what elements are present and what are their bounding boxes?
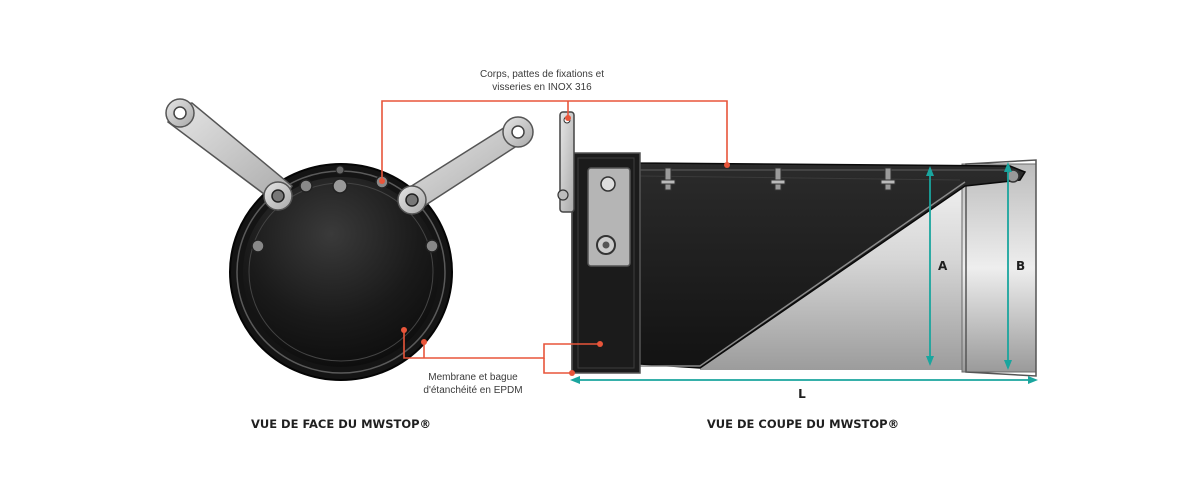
bolt-icon bbox=[335, 165, 345, 175]
arm-hole-icon bbox=[511, 125, 525, 139]
tube-collar bbox=[965, 159, 1037, 377]
bolt-icon bbox=[332, 178, 348, 194]
material-annotation-bottom-line1: Membrane et bague bbox=[428, 372, 518, 383]
bottom-leader-branch-2 bbox=[543, 358, 572, 374]
bolt-icon bbox=[425, 239, 439, 253]
bolt-icon bbox=[271, 189, 285, 203]
front-view-caption: VUE DE FACE DU MWSTOP® bbox=[251, 417, 431, 431]
section-view-caption: VUE DE COUPE DU MWSTOP® bbox=[707, 417, 899, 431]
rim-bolts bbox=[251, 165, 439, 253]
dimension-l-label: L bbox=[798, 387, 806, 401]
left-fixing-arm bbox=[165, 98, 293, 211]
arm-hole-icon bbox=[173, 106, 187, 120]
bolt-icon bbox=[251, 239, 265, 253]
material-annotation-top-line2: visseries en INOX 316 bbox=[492, 82, 592, 93]
dimension-a-label: A bbox=[938, 259, 948, 273]
top-wall-bolts bbox=[660, 167, 896, 191]
bolt-icon bbox=[405, 193, 419, 207]
bottom-leader bbox=[403, 330, 600, 359]
right-fixing-arm bbox=[397, 116, 534, 215]
material-annotation-bottom-line2: d'étanchéité en EPDM bbox=[423, 385, 522, 396]
leader-dots bbox=[379, 115, 730, 376]
bolt-icon bbox=[557, 189, 569, 201]
bolt-icon bbox=[600, 176, 616, 192]
bolt-icon bbox=[1006, 169, 1020, 183]
top-leader bbox=[381, 100, 728, 181]
membrane-face bbox=[243, 177, 439, 367]
material-annotation-top-line1: Corps, pattes de fixations et bbox=[480, 69, 604, 80]
dimension-b-label: B bbox=[1016, 259, 1025, 273]
section-view bbox=[557, 111, 1037, 377]
steel-sleeve bbox=[700, 168, 1035, 370]
dimension-lines bbox=[570, 162, 1038, 384]
front-view bbox=[165, 98, 534, 381]
steel-tube-end bbox=[961, 163, 1037, 373]
leader-lines bbox=[381, 100, 728, 374]
bolt-icon bbox=[299, 179, 313, 193]
fixing-tab bbox=[559, 111, 575, 213]
